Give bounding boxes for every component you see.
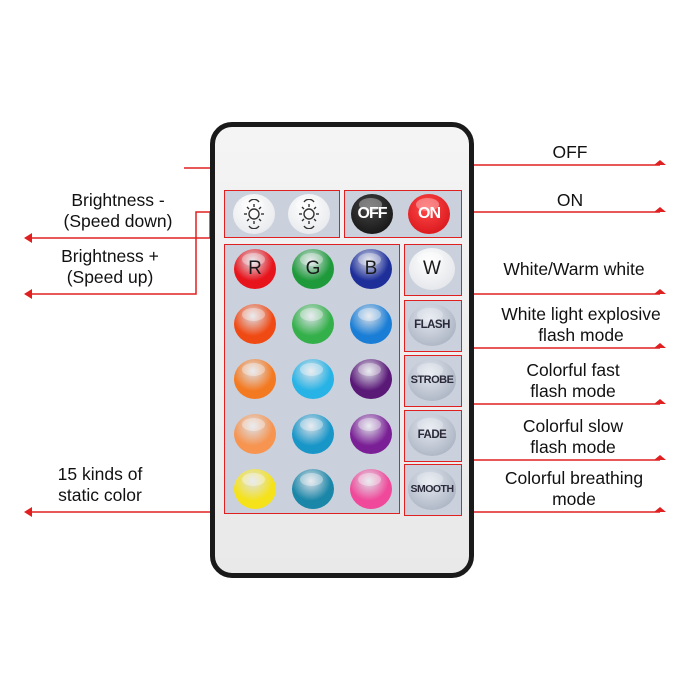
color-button-pink[interactable]	[350, 469, 392, 509]
callout-strobe: Colorful fast flash mode	[526, 360, 620, 401]
flash-button-label: FLASH	[414, 319, 450, 331]
arrow-smooth	[654, 507, 666, 512]
on-button-label: ON	[418, 205, 441, 222]
strobe-button[interactable]: STROBE	[408, 359, 456, 401]
callout-brightness-up: Brightness + (Speed up)	[61, 246, 159, 287]
callout-static-color: 15 kinds of static color	[57, 464, 143, 505]
color-button-label-b: B	[364, 258, 378, 279]
color-button-teal-blue[interactable]	[292, 414, 334, 454]
color-button-purple-dark[interactable]	[350, 359, 392, 399]
color-button-dark-teal[interactable]	[292, 469, 334, 509]
color-button-red[interactable]: R	[234, 249, 276, 289]
arrow-static-color	[24, 507, 32, 517]
callout-on: ON	[556, 190, 584, 210]
arrow-flash	[654, 343, 666, 348]
color-button-label-g: G	[305, 258, 321, 279]
brightness-down-button[interactable]	[233, 194, 275, 234]
color-button-label-r: R	[248, 258, 262, 279]
callout-white: White/Warm white	[503, 259, 645, 279]
arrow-on	[654, 207, 666, 212]
off-button-label: OFF	[357, 205, 388, 222]
color-button-yellow[interactable]	[234, 469, 276, 509]
fade-button[interactable]: FADE	[408, 414, 456, 456]
white-button-label: W	[423, 258, 441, 279]
callout-flash: White light explosive flash mode	[501, 304, 661, 345]
brightness-up-button[interactable]	[288, 194, 330, 234]
color-button-light-green[interactable]	[292, 304, 334, 344]
color-button-light-orange[interactable]	[234, 414, 276, 454]
arrow-fade	[654, 455, 666, 460]
callout-off: OFF	[552, 142, 588, 162]
arrow-brightness-down	[24, 233, 32, 243]
callout-smooth: Colorful breathing mode	[504, 468, 644, 509]
arrow-strobe	[654, 399, 666, 404]
sun-arrows-icon	[299, 199, 319, 229]
color-button-orange[interactable]	[234, 359, 276, 399]
fade-button-label: FADE	[417, 429, 447, 441]
smooth-button[interactable]: SMOOTH	[408, 468, 456, 510]
color-button-green[interactable]: G	[292, 249, 334, 289]
flash-button[interactable]: FLASH	[408, 304, 456, 346]
color-button-cyan[interactable]	[292, 359, 334, 399]
arrow-off	[654, 160, 666, 165]
color-button-purple[interactable]	[350, 414, 392, 454]
color-button-orange-red[interactable]	[234, 304, 276, 344]
arrow-white	[654, 289, 666, 294]
arrow-brightness-up	[24, 289, 32, 299]
smooth-button-label: SMOOTH	[410, 483, 454, 495]
white-button[interactable]: W	[409, 248, 455, 290]
strobe-button-label: STROBE	[410, 374, 454, 386]
color-button-sky-blue[interactable]	[350, 304, 392, 344]
sun-arrows-icon	[244, 199, 264, 229]
callout-brightness-down: Brightness - (Speed down)	[63, 190, 173, 231]
callout-fade: Colorful slow flash mode	[522, 416, 624, 457]
color-button-blue[interactable]: B	[350, 249, 392, 289]
line-brightness-up	[30, 211, 210, 295]
off-button[interactable]: OFF	[351, 194, 393, 234]
on-button[interactable]: ON	[408, 194, 450, 234]
